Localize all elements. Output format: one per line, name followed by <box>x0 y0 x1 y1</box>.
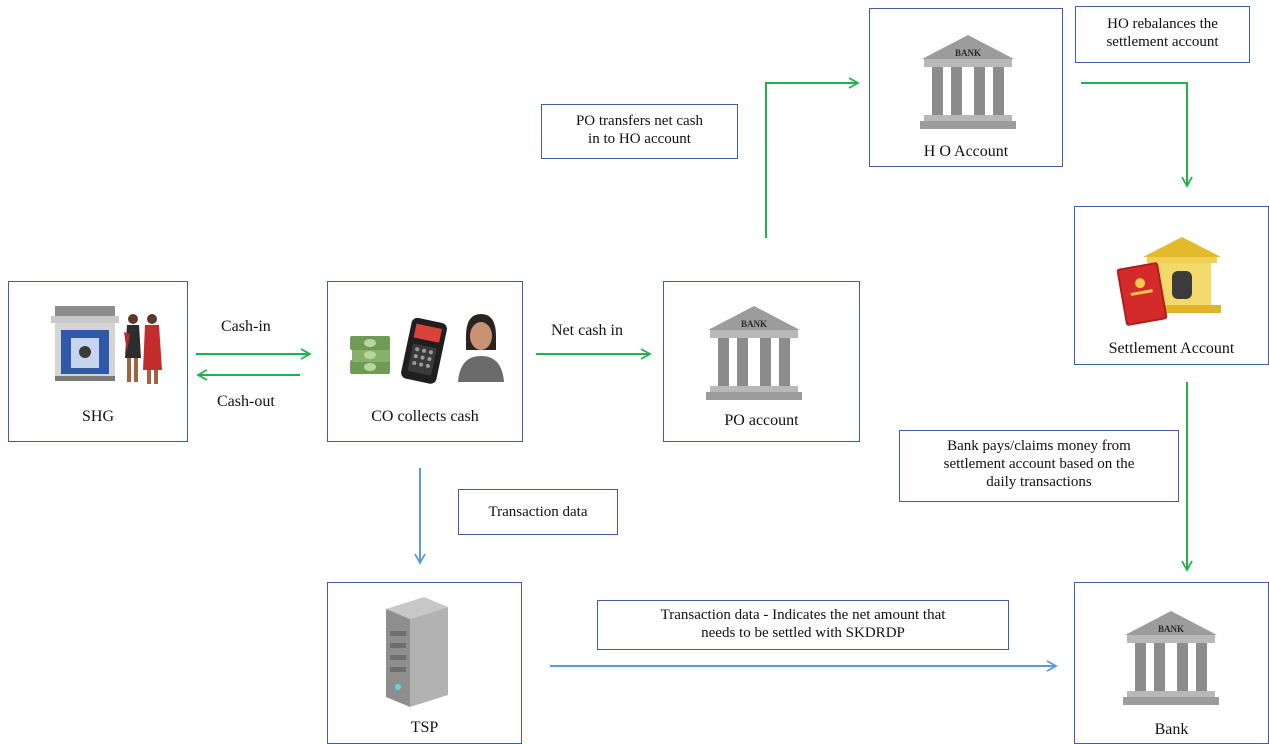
bank-sign-text: BANK <box>955 48 981 58</box>
node-tsp-label: TSP <box>410 719 439 736</box>
passbook-icon <box>1116 262 1168 326</box>
bank-icon: BANK <box>706 306 802 400</box>
node-ho: BANK H O Account <box>869 8 1063 167</box>
bank-sign-text: BANK <box>1158 624 1184 634</box>
bank-sign-text: BANK <box>741 319 767 329</box>
callout-po-transfer: PO transfers net cash in to HO account <box>541 104 738 159</box>
shop-icon <box>51 306 119 381</box>
server-icon <box>386 597 448 707</box>
ho-to-settlement-arrow <box>1081 82 1193 188</box>
node-settlement: Settlement Account <box>1074 206 1269 365</box>
edge-label-cash-out: Cash-out <box>217 393 275 410</box>
card-reader-icon <box>401 317 447 384</box>
node-po: BANK PO account <box>663 281 860 442</box>
node-settlement-label: Settlement Account <box>1108 340 1235 357</box>
node-po-label: PO account <box>724 412 799 429</box>
edge-label-cash-in: Cash-in <box>221 318 271 335</box>
node-tsp: TSP <box>327 582 522 744</box>
edge-label-net-cash-in: Net cash in <box>551 322 623 339</box>
women-icon <box>124 314 162 384</box>
po-to-ho-arrow <box>765 77 860 238</box>
node-shg-label: SHG <box>81 408 114 425</box>
node-co-label: CO collects cash <box>371 408 479 425</box>
callout-ho-rebalance: HO rebalances the settlement account <box>1075 6 1250 63</box>
callout-bank-pays: Bank pays/claims money from settlement a… <box>899 430 1179 502</box>
node-co: CO collects cash <box>327 281 523 442</box>
callout-tsp-to-bank: Transaction data - Indicates the net amo… <box>597 600 1009 650</box>
woman-icon <box>458 314 504 382</box>
bank-icon: BANK <box>1123 611 1219 705</box>
bank-icon: BANK <box>920 35 1016 129</box>
node-ho-label: H O Account <box>923 143 1009 160</box>
callout-transaction-data: Transaction data <box>458 489 618 535</box>
cash-icon <box>350 336 390 374</box>
node-bank-label: Bank <box>1154 721 1189 738</box>
node-bank: BANK Bank <box>1074 582 1269 744</box>
node-shg: SHG <box>8 281 188 442</box>
